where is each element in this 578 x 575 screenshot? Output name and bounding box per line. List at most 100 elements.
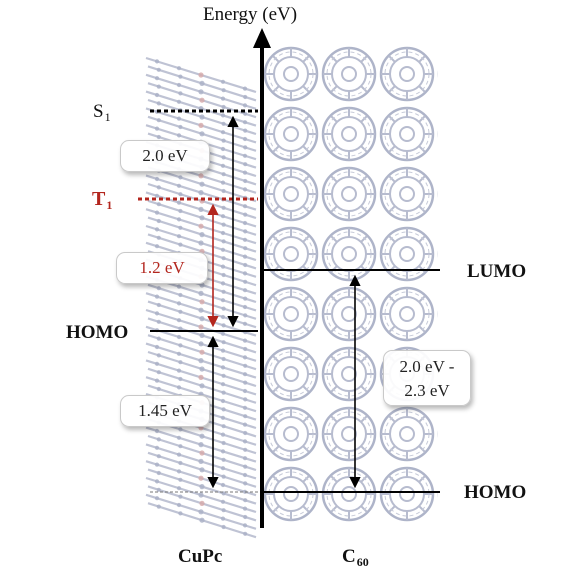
cupc-atom <box>198 458 204 464</box>
cupc-atom <box>220 230 226 236</box>
cupc-atom <box>242 86 248 91</box>
cupc-atom <box>198 324 204 330</box>
cupc-atom <box>156 504 161 509</box>
cupc-atom <box>242 355 248 360</box>
cupc-atom <box>199 500 205 506</box>
s1-gap-value: 2.0 eV <box>120 140 210 172</box>
cupc-atom <box>178 477 183 482</box>
cupc-atom <box>178 494 183 499</box>
cupc-atom <box>154 479 160 484</box>
cupc-atom <box>154 462 160 467</box>
cupc-atom <box>198 190 204 196</box>
cupc-atom <box>243 262 248 268</box>
cupc-atom <box>178 444 183 449</box>
cupc-atom <box>178 376 183 382</box>
cupc-atom <box>178 343 183 348</box>
cupc-atom <box>220 482 226 488</box>
cupc-atom <box>198 509 204 515</box>
cupc-atom <box>243 212 248 217</box>
cupc-atom <box>198 206 204 212</box>
s1-label-sub: 1 <box>104 110 111 124</box>
cupc-atom <box>221 239 226 244</box>
cupc-atom <box>199 131 205 137</box>
cupc-atom <box>176 368 182 373</box>
cupc-atom <box>243 498 248 503</box>
cupc-atom <box>176 469 182 474</box>
cupc-atom <box>176 435 182 440</box>
cupc-homo-label: HOMO <box>66 322 129 343</box>
cupc-atom <box>220 415 226 420</box>
cupc-atom <box>199 299 205 305</box>
cupc-atom <box>221 373 226 378</box>
cupc-atom <box>198 223 204 229</box>
cupc-atom <box>154 428 160 434</box>
cupc-atom <box>242 103 248 108</box>
cupc-atom <box>199 450 205 456</box>
cupc-atom <box>220 264 226 269</box>
cupc-atom <box>154 227 160 232</box>
cupc-atom <box>242 338 248 343</box>
cupc-atom <box>176 334 182 340</box>
cupc-atom <box>243 531 248 536</box>
cupc-atom <box>176 82 182 88</box>
cupc-atom <box>199 433 205 439</box>
cupc-atom <box>178 460 183 466</box>
cupc-atom <box>243 296 248 301</box>
cupc-atom <box>242 204 248 209</box>
cupc-atom <box>221 256 226 261</box>
cupc-atom <box>221 88 226 93</box>
cupc-atom <box>178 91 183 96</box>
cupc-atom <box>176 284 182 289</box>
cupc-atom <box>199 332 205 338</box>
t1-label-text: T <box>92 188 106 210</box>
cupc-atom <box>242 220 248 226</box>
cupc-atom <box>243 178 248 184</box>
c60-material-label: C60 <box>342 546 369 570</box>
c60-gap-value: 2.0 eV - 2.3 eV <box>383 350 471 406</box>
cupc-atom <box>221 272 226 278</box>
cupc-atom <box>199 366 205 372</box>
c60-lattice <box>264 44 438 524</box>
energy-axis-arrowhead <box>253 28 271 48</box>
cupc-atom <box>176 486 182 491</box>
cupc-atom <box>154 193 160 198</box>
cupc-atom <box>242 372 248 377</box>
cupc-atom <box>156 202 161 207</box>
cupc-atom <box>243 246 248 251</box>
cupc-atom <box>220 466 226 471</box>
cupc-atom <box>156 84 161 89</box>
cupc-atom <box>198 290 204 296</box>
cupc-atom <box>154 92 160 98</box>
cupc-atom <box>220 365 226 370</box>
cupc-atom <box>198 72 204 78</box>
cupc-atom <box>156 454 161 459</box>
cupc-atom <box>176 502 182 508</box>
cupc-atom <box>243 162 248 167</box>
cupc-atom <box>243 380 248 385</box>
cupc-atom <box>221 424 226 429</box>
c60-material-text: C <box>342 546 356 567</box>
cupc-atom <box>220 163 226 168</box>
cupc-atom <box>198 358 204 364</box>
cupc-atom <box>178 326 183 331</box>
cupc-atom <box>243 464 248 469</box>
cupc-atom <box>178 242 183 247</box>
cupc-atom <box>243 279 248 284</box>
cupc-atom <box>243 229 248 234</box>
cupc-atom <box>243 313 248 318</box>
cupc-atom <box>242 170 248 175</box>
cupc-atom <box>154 126 160 131</box>
cupc-atom <box>176 318 182 323</box>
cupc-atom <box>221 121 226 126</box>
cupc-atom <box>220 79 226 84</box>
cupc-atom <box>156 437 161 442</box>
cupc-atom <box>154 445 160 450</box>
cupc-atom <box>198 240 204 246</box>
cupc-atom <box>242 237 248 242</box>
cupc-atom <box>242 506 248 511</box>
cupc-atom <box>221 172 226 177</box>
cupc-atom <box>242 405 248 410</box>
cupc-atom <box>156 353 161 358</box>
cupc-atom <box>243 481 248 486</box>
cupc-atom <box>220 516 226 521</box>
